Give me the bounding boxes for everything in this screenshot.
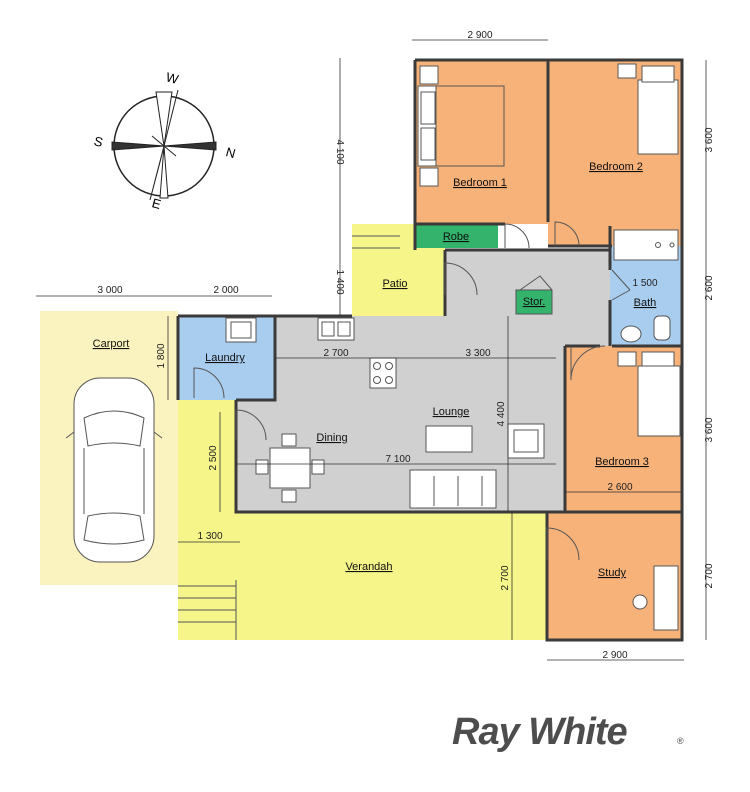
compass-east: E <box>150 195 163 212</box>
compass-north: N <box>224 144 237 161</box>
bed-bedroom-1 <box>417 65 505 187</box>
dim-verandah-height: 2 700 <box>500 565 511 590</box>
brand-logo: Ray White <box>452 711 628 753</box>
dim-study-height: 2 700 <box>704 563 715 588</box>
room-label-verandah: Verandah <box>345 561 392 573</box>
bed-bedroom-2 <box>617 63 679 155</box>
dim-bed2-height: 3 600 <box>704 127 715 152</box>
dim-laundry-width: 2 000 <box>213 285 238 296</box>
storage-area <box>516 290 552 314</box>
robe-area <box>415 224 498 248</box>
laundry-tub <box>225 317 257 343</box>
dim-carport-height: 1 800 <box>156 343 167 368</box>
room-label-laundry: Laundry <box>205 352 245 364</box>
brand-logo-mark: ® <box>677 736 684 746</box>
room-label-bath: Bath <box>634 297 657 309</box>
dim-dining-height: 2 500 <box>208 445 219 470</box>
dim-bath-height: 2 600 <box>704 275 715 300</box>
room-label-stor: Stor. <box>523 296 546 308</box>
room-label-lounge: Lounge <box>433 406 470 418</box>
study-desk <box>632 565 679 631</box>
room-label-carport: Carport <box>93 338 130 350</box>
dim-bath-width: 1 500 <box>632 278 657 289</box>
dim-carport-width: 3 000 <box>97 285 122 296</box>
room-label-dining: Dining <box>316 432 347 444</box>
dim-bed-left-height: 4 100 <box>334 139 345 164</box>
dim-house-width: 7 100 <box>385 454 410 465</box>
dim-kitchen-width: 2 700 <box>323 348 348 359</box>
armchair <box>507 423 545 459</box>
dim-bed3-width: 2 600 <box>607 482 632 493</box>
dining-table <box>255 433 325 503</box>
compass-rose <box>111 89 217 201</box>
room-label-bedroom-1: Bedroom 1 <box>453 177 507 189</box>
sofa <box>409 469 497 509</box>
compass-west: W <box>164 69 180 87</box>
dimension-lines <box>36 39 707 661</box>
room-label-robe: Robe <box>443 231 469 243</box>
room-label-bedroom-2: Bedroom 2 <box>589 161 643 173</box>
dim-bottom-width: 2 900 <box>602 650 627 661</box>
dim-lounge-height: 4 400 <box>496 401 507 426</box>
patio-steps <box>352 235 400 249</box>
room-label-study: Study <box>598 567 627 579</box>
bath-fixtures <box>620 315 671 343</box>
dim-verandah-step: 1 300 <box>197 531 222 542</box>
dim-lounge-width: 3 300 <box>465 348 490 359</box>
compass-south: S <box>92 133 105 150</box>
kitchen-fixtures <box>317 317 473 453</box>
bed-bedroom-3 <box>617 351 681 437</box>
verandah-steps <box>178 580 237 640</box>
dim-bed3-height: 3 600 <box>704 417 715 442</box>
car-icon <box>65 377 163 563</box>
room-label-patio: Patio <box>382 278 407 290</box>
door-swings <box>193 221 631 561</box>
room-label-bedroom-3: Bedroom 3 <box>595 456 649 468</box>
dim-top-width: 2 900 <box>467 30 492 41</box>
shower <box>613 229 679 261</box>
dim-patio-height: 1 400 <box>334 269 345 294</box>
verandah-area <box>178 400 547 640</box>
